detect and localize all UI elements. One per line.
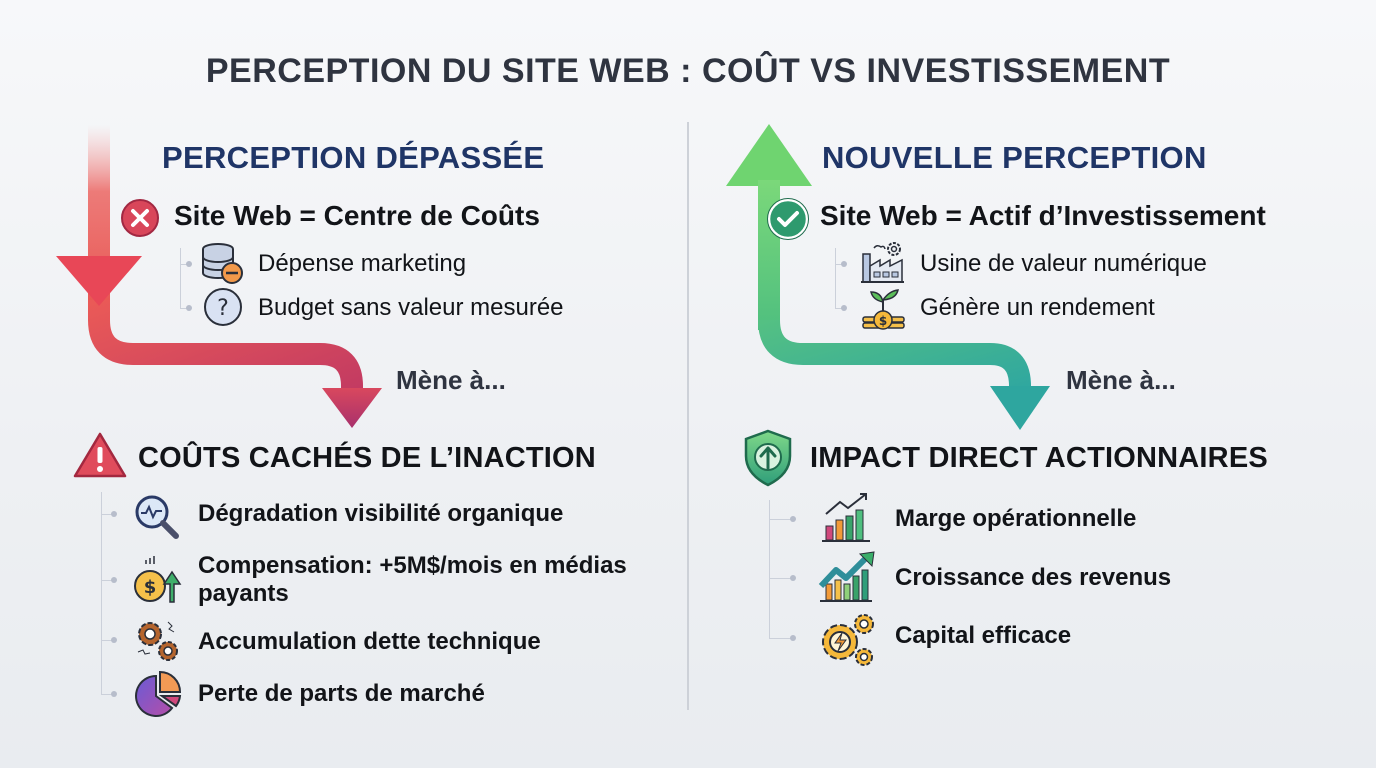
left-section-title: PERCEPTION DÉPASSÉE xyxy=(162,140,545,175)
left-statement: Site Web = Centre de Coûts xyxy=(174,200,540,231)
left-sub-item: Budget sans valeur mesurée xyxy=(258,294,564,321)
left-sub-item: Dépense marketing xyxy=(258,250,467,277)
left-consequence-item: Dégradation visibilité organique xyxy=(198,500,564,527)
pie-chart-icon xyxy=(134,670,182,718)
svg-text:$: $ xyxy=(144,577,157,598)
energy-gears-icon xyxy=(818,612,878,668)
right-statement: Site Web = Actif d’Investissement xyxy=(820,200,1266,231)
left-leads-to: Mène à... xyxy=(396,365,506,395)
right-leads-to: Mène à... xyxy=(1066,365,1176,395)
left-consequence-title: COÛTS CACHÉS DE L’INACTION xyxy=(138,442,596,474)
right-consequence-item: Capital efficace xyxy=(895,622,1072,649)
page-title: PERCEPTION DU SITE WEB : COÛT VS INVESTI… xyxy=(205,52,1171,90)
search-chart-icon xyxy=(132,492,182,540)
right-sub-item: Génère un rendement xyxy=(920,294,1155,321)
right-consequence-title: IMPACT DIRECT ACTIONNAIRES xyxy=(810,442,1268,474)
left-flow-arrow xyxy=(56,125,382,428)
x-circle-icon xyxy=(120,198,160,238)
left-consequence-item: Accumulation dette technique xyxy=(198,628,541,655)
dollar-up-icon: $ xyxy=(132,554,182,606)
right-sub-item: Usine de valeur numérique xyxy=(920,250,1207,277)
center-divider xyxy=(687,122,689,710)
right-section-title: NOUVELLE PERCEPTION xyxy=(822,140,1207,175)
left-consequence-item: Perte de parts de marché xyxy=(198,680,485,707)
svg-text:$: $ xyxy=(879,314,887,328)
right-consequence-item: Marge opérationnelle xyxy=(895,505,1137,532)
money-plant-icon: $ xyxy=(860,288,906,332)
check-circle-icon xyxy=(767,198,809,240)
growth-chart-icon xyxy=(818,550,878,604)
left-consequence-item: Compensation: +5M$/mois en médias payant… xyxy=(198,552,627,607)
bar-chart-up-icon xyxy=(820,492,876,544)
svg-text:?: ? xyxy=(217,296,229,321)
right-consequence-item: Croissance des revenus xyxy=(895,564,1172,591)
warning-icon xyxy=(72,430,128,480)
broken-gears-icon xyxy=(132,618,182,664)
factory-icon xyxy=(860,240,906,284)
question-circle-icon: ? xyxy=(203,287,243,327)
shield-up-icon xyxy=(742,428,794,488)
database-minus-icon xyxy=(200,242,244,284)
